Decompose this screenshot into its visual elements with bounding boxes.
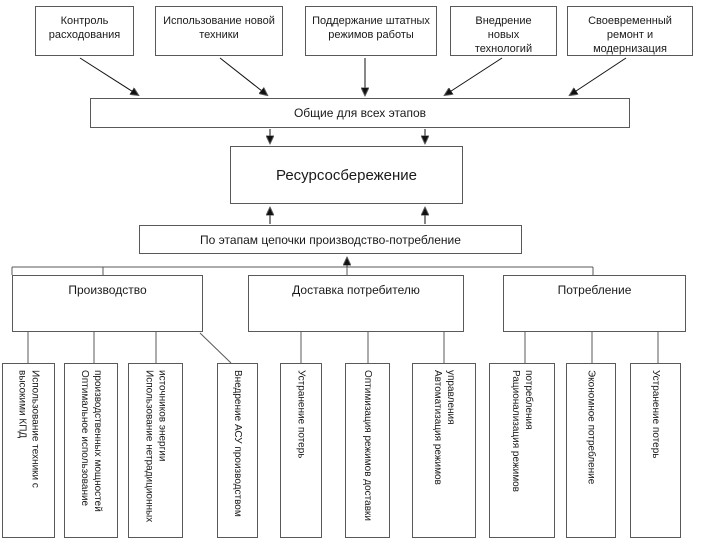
leaf-control-mode-automation: Автоматизация режимов управления <box>412 363 476 538</box>
common-bar-label: Общие для всех этапов <box>293 106 427 120</box>
leaf-high-efficiency-equipment: Использование техники с высокими КПД <box>2 363 55 538</box>
leaf-optimal-capacity-use: Оптимальное использование производственн… <box>64 363 118 538</box>
stage-label: Потребление <box>557 283 632 297</box>
chain-bar: По этапам цепочки производство-потреблен… <box>139 225 522 254</box>
node-label: Контроль расходования <box>48 15 121 42</box>
stage-label: Доставка потребителю <box>292 283 420 297</box>
node-new-equipment: Использование новой техники <box>155 6 283 56</box>
leaf-text: Устранение потерь <box>650 370 661 459</box>
leaf-connectors <box>27 332 659 364</box>
stage-production: Производство <box>12 275 203 332</box>
leaf-loss-elimination-consumption: Устранение потерь <box>630 363 681 538</box>
top-factor-arrows <box>79 57 627 95</box>
leaf-consumption-rationalization: Рационализация режимов потребления <box>489 363 555 538</box>
stage-consumption: Потребление <box>503 275 686 332</box>
leaf-text: Внедрение АСУ производством <box>232 370 243 517</box>
leaf-text: Экономное потребление <box>585 370 597 485</box>
chain-bar-label: По этапам цепочки производство-потреблен… <box>200 232 461 247</box>
node-label: Внедрение новых технологий <box>474 15 533 56</box>
leaf-text: Использование нетрадиционных источников … <box>143 370 168 523</box>
stage-delivery: Доставка потребителю <box>248 275 464 332</box>
leaf-loss-elimination-delivery: Устранение потерь <box>280 363 322 538</box>
stage-label: Производство <box>68 283 147 297</box>
leaf-economical-consumption: Экономное потребление <box>566 363 616 538</box>
node-control-spending: Контроль расходования <box>35 6 134 56</box>
leaf-text: Устранение потерь <box>295 370 307 459</box>
node-timely-repair: Своевременный ремонт и модернизация <box>567 6 693 56</box>
leaf-automated-control-systems: Внедрение АСУ производством <box>217 363 258 538</box>
leaf-text: Оптимальное использование производственн… <box>79 370 103 512</box>
common-to-center-arrows <box>270 129 425 143</box>
leaf-text: Автоматизация режимов управления <box>432 370 456 485</box>
leaf-text: Использование техники с высокими КПД <box>16 370 41 488</box>
node-label: Своевременный ремонт и модернизация <box>588 15 672 56</box>
common-bar: Общие для всех этапов <box>90 98 630 128</box>
center-node-label: Ресурсосбережение <box>275 166 418 184</box>
leaf-text: Оптимизация режимов доставки <box>362 370 373 521</box>
node-new-technologies: Внедрение новых технологий <box>450 6 557 56</box>
center-node-resource-saving: Ресурсосбережение <box>230 146 463 204</box>
leaf-alternative-energy: Использование нетрадиционных источников … <box>128 363 183 538</box>
node-standard-modes: Поддержание штатных режимов работы <box>305 6 437 56</box>
node-label: Использование новой техники <box>163 15 275 42</box>
leaf-text: Рационализация режимов потребления <box>510 370 534 492</box>
node-label: Поддержание штатных режимов работы <box>312 15 430 42</box>
leaf-delivery-mode-optimization: Оптимизация режимов доставки <box>345 363 390 538</box>
